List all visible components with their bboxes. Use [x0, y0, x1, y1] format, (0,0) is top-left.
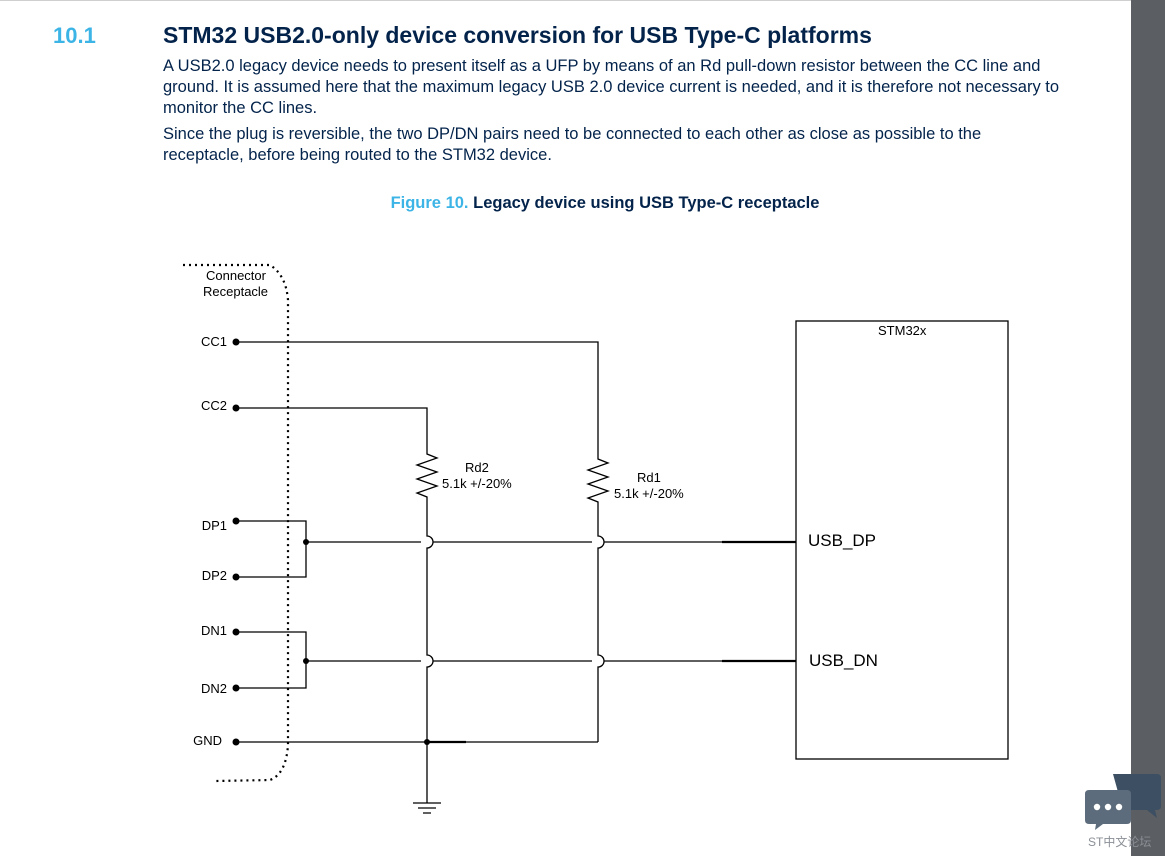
rd2-name: Rd2 [465, 460, 489, 475]
pin-dot-cc1 [232, 338, 240, 346]
wire-dp1 [236, 520, 307, 578]
pin-dot-dn1 [232, 628, 240, 636]
pin-label-gnd: GND [193, 733, 222, 748]
mcu-name: STM32x [878, 323, 927, 338]
usb-dn-label: USB_DN [809, 651, 878, 670]
resistor-rd2 [415, 450, 439, 508]
paragraph-reversible-plug: Since the plug is reversible, the two DP… [163, 125, 982, 164]
wire-dn1 [236, 631, 307, 689]
section-title: STM32 USB2.0-only device conversion for … [163, 22, 872, 48]
chat-widget[interactable] [1083, 770, 1163, 856]
wire-cc1 [236, 341, 599, 455]
figure-title: Legacy device using USB Type-C receptacl… [473, 194, 820, 212]
pin-label-dp1: DP1 [202, 518, 227, 533]
pin-label-dn2: DN2 [201, 681, 227, 696]
pin-dot-dn2 [232, 684, 240, 692]
resistor-rd1 [586, 455, 610, 513]
section-number: 10.1 [53, 23, 96, 48]
wire-rd1-down [597, 513, 605, 742]
junction-gnd [424, 739, 430, 745]
document-page [0, 0, 1131, 1]
connector-label: Connector [206, 268, 267, 283]
rd2-value: 5.1k +/-20% [442, 476, 512, 491]
rd1-value: 5.1k +/-20% [614, 486, 684, 501]
schematic-diagram: Connector Receptacle CC1 CC2 DP1 DP2 DN1… [183, 263, 1009, 814]
paragraph-ufp-rd: A USB2.0 legacy device needs to present … [163, 57, 1060, 117]
forum-watermark: ST中文论坛 [1088, 835, 1152, 849]
usb-dp-label: USB_DP [808, 531, 876, 550]
junction-dn [303, 658, 309, 664]
pin-dot-cc2 [232, 404, 240, 412]
connector-outline [183, 263, 290, 783]
stm32-box [795, 320, 1009, 760]
pin-label-dn1: DN1 [201, 623, 227, 638]
figure-number: Figure 10. [390, 194, 469, 212]
receptacle-label: Receptacle [203, 284, 268, 299]
figure-caption: Figure 10. Legacy device using USB Type-… [0, 194, 1165, 213]
pin-dot-dp1 [232, 517, 240, 525]
pin-label-cc1: CC1 [201, 334, 227, 349]
scrollbar[interactable] [1131, 0, 1165, 856]
junction-dp [303, 539, 309, 545]
pin-dot-gnd [232, 738, 240, 746]
ground-symbol [413, 802, 441, 814]
pin-label-dp2: DP2 [202, 568, 227, 583]
chat-bubble-icon[interactable] [1083, 770, 1163, 830]
rd1-name: Rd1 [637, 470, 661, 485]
pin-dot-dp2 [232, 573, 240, 581]
wire-cc2 [236, 407, 428, 450]
pin-label-cc2: CC2 [201, 398, 227, 413]
wire-rd2-down [426, 508, 434, 803]
